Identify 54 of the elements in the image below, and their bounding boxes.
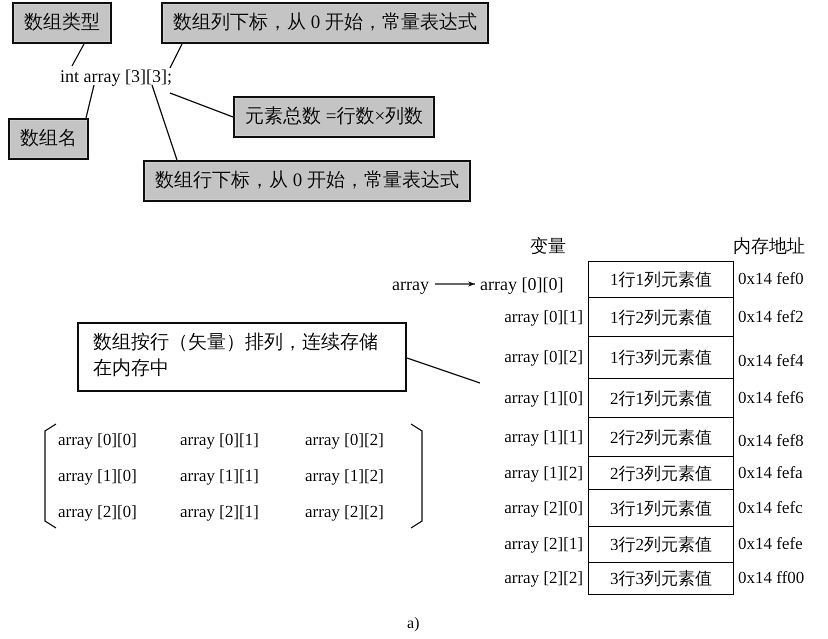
memory-address: 0x14 fef0 <box>738 269 804 289</box>
label-box: 数组名 <box>8 118 89 160</box>
memory-address: 0x14 ff00 <box>738 568 804 588</box>
variable-name: array [0][1] <box>504 306 583 326</box>
matrix-element: array [2][0] <box>58 502 137 522</box>
memory-address: 0x14 fefe <box>738 534 803 554</box>
variable-name: array [0][0] <box>480 272 564 296</box>
memory-address: 0x14 fefc <box>738 498 803 518</box>
matrix-element: array [0][0] <box>58 430 137 450</box>
memory-cell: 1行2列元素值 <box>588 297 734 338</box>
memory-cell: 1行1列元素值 <box>588 261 734 298</box>
variable-name: array [2][2] <box>504 568 583 588</box>
memory-address: 0x14 fef8 <box>738 430 804 450</box>
variable-name: array [1][1] <box>504 426 583 446</box>
column-header: 内存地址 <box>733 236 805 256</box>
label-box: 元素总数 =行数×列数 <box>233 96 436 138</box>
matrix-element: array [2][2] <box>305 502 384 522</box>
leader-line <box>71 44 85 66</box>
memory-address: 0x14 fef6 <box>738 388 804 408</box>
note-box: 数组按行（矢量）排列，连续存储在内存中 <box>77 322 407 392</box>
column-header: 变量 <box>530 236 566 256</box>
memory-cell: 2行3列元素值 <box>588 456 734 490</box>
matrix-element: array [0][2] <box>305 430 384 450</box>
matrix-element: array [2][1] <box>180 502 259 522</box>
memory-cell: 3行1列元素值 <box>588 489 734 528</box>
leader-line <box>85 84 95 118</box>
memory-address: 0x14 fefa <box>738 462 803 482</box>
arrow <box>434 281 475 287</box>
leader-line <box>169 44 183 68</box>
matrix-element: array [1][2] <box>305 466 384 486</box>
variable-name: array [2][0] <box>504 498 583 518</box>
leader-line <box>170 92 234 118</box>
code-text: int array [3][3]; <box>60 64 172 88</box>
memory-cell: 2行2列元素值 <box>588 417 734 458</box>
variable-name: array [1][0] <box>504 388 583 408</box>
matrix-element: array [1][0] <box>58 466 137 486</box>
memory-cell: 3行3列元素值 <box>588 562 734 594</box>
label-box: 数组类型 <box>12 2 112 44</box>
figure-label: a) <box>407 614 420 634</box>
leader-line <box>151 84 178 160</box>
variable-name: array [1][2] <box>504 462 583 482</box>
variable-name: array <box>392 272 429 296</box>
leader-line <box>406 357 480 384</box>
memory-cell: 1行3列元素值 <box>588 336 734 380</box>
variable-name: array [0][2] <box>504 347 583 367</box>
memory-cell: 2行1列元素值 <box>588 378 734 418</box>
variable-name: array [2][1] <box>504 534 583 554</box>
label-box: 数组行下标，从 0 开始，常量表达式 <box>143 160 471 202</box>
label-box: 数组列下标，从 0 开始，常量表达式 <box>161 2 489 44</box>
memory-address: 0x14 fef2 <box>738 306 804 326</box>
memory-address: 0x14 fef4 <box>738 351 804 371</box>
memory-cell: 3行2列元素值 <box>588 526 734 564</box>
matrix-element: array [1][1] <box>180 466 259 486</box>
matrix-element: array [0][1] <box>180 430 259 450</box>
